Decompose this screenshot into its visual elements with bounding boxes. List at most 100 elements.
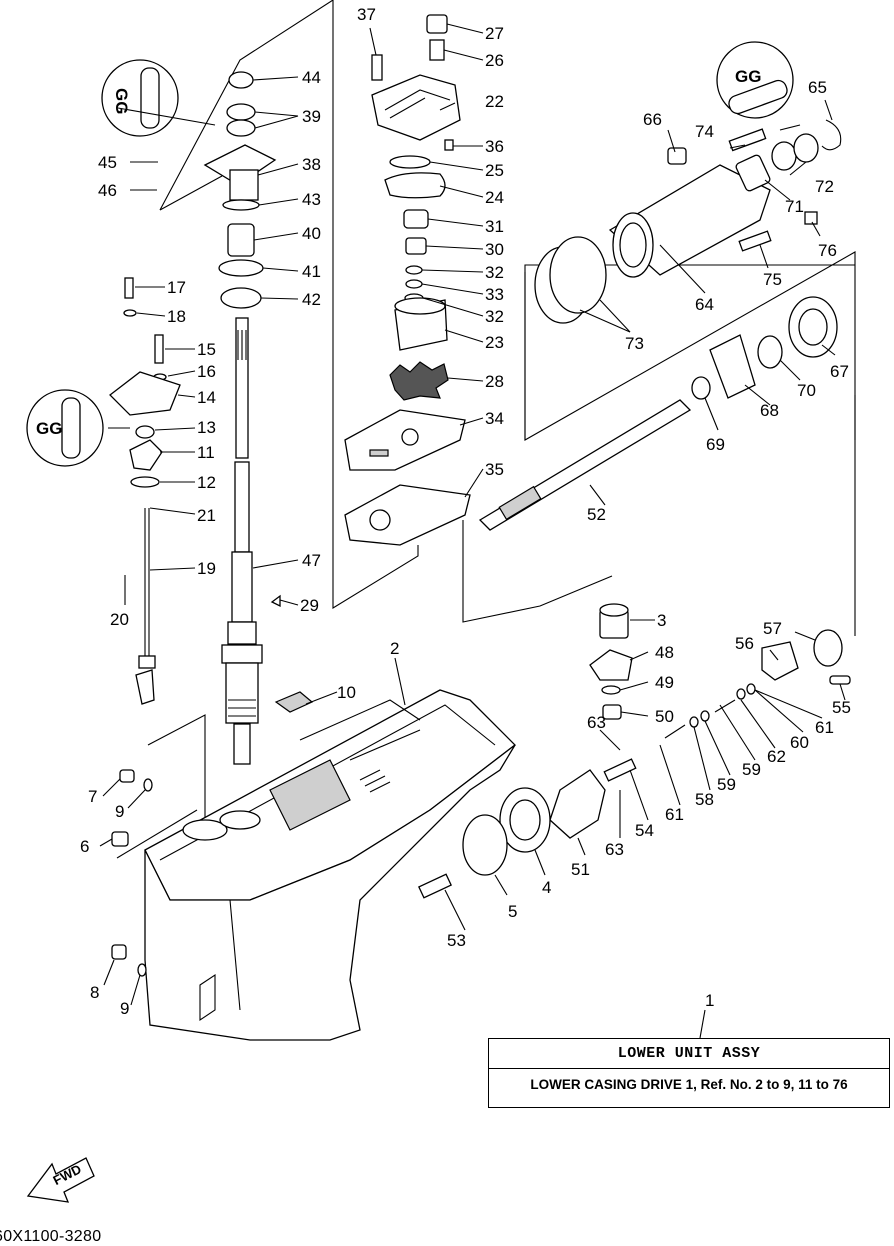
callout-72: 72 [815, 177, 834, 196]
callout-24: 24 [485, 188, 504, 207]
callout-54: 54 [635, 821, 654, 840]
callout-30: 30 [485, 240, 504, 259]
callout-19: 19 [197, 559, 216, 578]
callout-22: 22 [485, 92, 504, 111]
callout-9b: 9 [120, 999, 129, 1018]
callout-71: 71 [785, 197, 804, 216]
callout-31: 31 [485, 217, 504, 236]
fwd-direction-arrow: FWD [26, 1157, 95, 1203]
callout-65: 65 [808, 78, 827, 97]
callout-39: 39 [302, 107, 321, 126]
propeller-shaft-parts [478, 119, 842, 531]
callout-43: 43 [302, 190, 321, 209]
callout-16: 16 [197, 362, 216, 381]
callout-76: 76 [818, 241, 837, 260]
callout-8: 8 [90, 983, 99, 1002]
callout-numbers: 1 2 3 4 5 6 7 8 9 9 10 11 12 13 14 15 16… [80, 5, 851, 1018]
gear-and-clutch-parts [418, 603, 851, 899]
catalog-code: 60X1100-3280 [0, 1228, 102, 1245]
callout-27: 27 [485, 24, 504, 43]
callout-59a: 59 [717, 775, 736, 794]
assembly-description: LOWER CASING DRIVE 1, Ref. No. 2 to 9, 1… [530, 1077, 848, 1092]
callout-5: 5 [508, 902, 517, 921]
callout-52: 52 [587, 505, 606, 524]
lower-casing [144, 689, 516, 1041]
callout-73: 73 [625, 334, 644, 353]
callout-36: 36 [485, 137, 504, 156]
callout-32a: 32 [485, 263, 504, 282]
callout-33: 33 [485, 285, 504, 304]
callout-25: 25 [485, 161, 504, 180]
callout-75: 75 [763, 270, 782, 289]
callout-23: 23 [485, 333, 504, 352]
callout-62: 62 [767, 747, 786, 766]
callout-53: 53 [447, 931, 466, 950]
callout-50: 50 [655, 707, 674, 726]
callout-4: 4 [542, 878, 551, 897]
callout-42: 42 [302, 290, 321, 309]
callout-17: 17 [167, 278, 186, 297]
callout-55: 55 [832, 698, 851, 717]
callout-45: 45 [98, 153, 117, 172]
callout-11: 11 [197, 443, 215, 462]
callout-1: 1 [705, 991, 714, 1010]
callout-74: 74 [695, 122, 714, 141]
callout-26: 26 [485, 51, 504, 70]
callout-67: 67 [830, 362, 849, 381]
callout-32b: 32 [485, 307, 504, 326]
callout-61b: 61 [815, 718, 834, 737]
callout-66: 66 [643, 110, 662, 129]
callout-69: 69 [706, 435, 725, 454]
leader-lines [99, 23, 846, 1039]
callout-12: 12 [197, 473, 216, 492]
callout-38: 38 [302, 155, 321, 174]
seal-housing-parts [203, 71, 277, 309]
grease-callout-top-left: GG [101, 59, 179, 137]
callout-51: 51 [571, 860, 590, 879]
assembly-title: LOWER UNIT ASSY [617, 1045, 761, 1062]
callout-21: 21 [197, 506, 216, 525]
callout-58: 58 [695, 790, 714, 809]
group-boundary-lines [116, 0, 856, 945]
svg-text:GG: GG [735, 67, 761, 86]
callout-49: 49 [655, 673, 674, 692]
assembly-legend-box: LOWER UNIT ASSY LOWER CASING DRIVE 1, Re… [488, 1038, 890, 1108]
callout-68: 68 [760, 401, 779, 420]
callout-18: 18 [167, 307, 186, 326]
callout-46: 46 [98, 181, 117, 200]
callout-64: 64 [695, 295, 714, 314]
callout-2: 2 [390, 639, 399, 658]
callout-57: 57 [763, 619, 782, 638]
callout-63b: 63 [605, 840, 624, 859]
grease-callout-right: GG [716, 41, 794, 119]
callout-61a: 61 [665, 805, 684, 824]
callout-40: 40 [302, 224, 321, 243]
callout-48: 48 [655, 643, 674, 662]
callout-37: 37 [357, 5, 376, 24]
grease-callout-left: GG [26, 389, 104, 467]
callout-60: 60 [790, 733, 809, 752]
callout-56: 56 [735, 634, 754, 653]
callout-20: 20 [110, 610, 129, 629]
callout-63a: 63 [587, 713, 606, 732]
callout-44: 44 [302, 68, 321, 87]
callout-35: 35 [485, 460, 504, 479]
callout-6: 6 [80, 837, 89, 856]
callout-13: 13 [197, 418, 216, 437]
drive-shaft [221, 317, 263, 765]
callout-28: 28 [485, 372, 504, 391]
svg-text:GG: GG [112, 88, 131, 114]
callout-70: 70 [797, 381, 816, 400]
callout-14: 14 [197, 388, 216, 407]
callout-10: 10 [337, 683, 356, 702]
svg-text:GG: GG [36, 419, 62, 438]
small-fasteners [111, 594, 314, 977]
callout-7: 7 [88, 787, 97, 806]
callout-9a: 9 [115, 802, 124, 821]
water-pump-assembly [344, 14, 471, 546]
callout-34: 34 [485, 409, 504, 428]
callout-3: 3 [657, 611, 666, 630]
callout-47: 47 [302, 551, 321, 570]
callout-41: 41 [302, 262, 321, 281]
